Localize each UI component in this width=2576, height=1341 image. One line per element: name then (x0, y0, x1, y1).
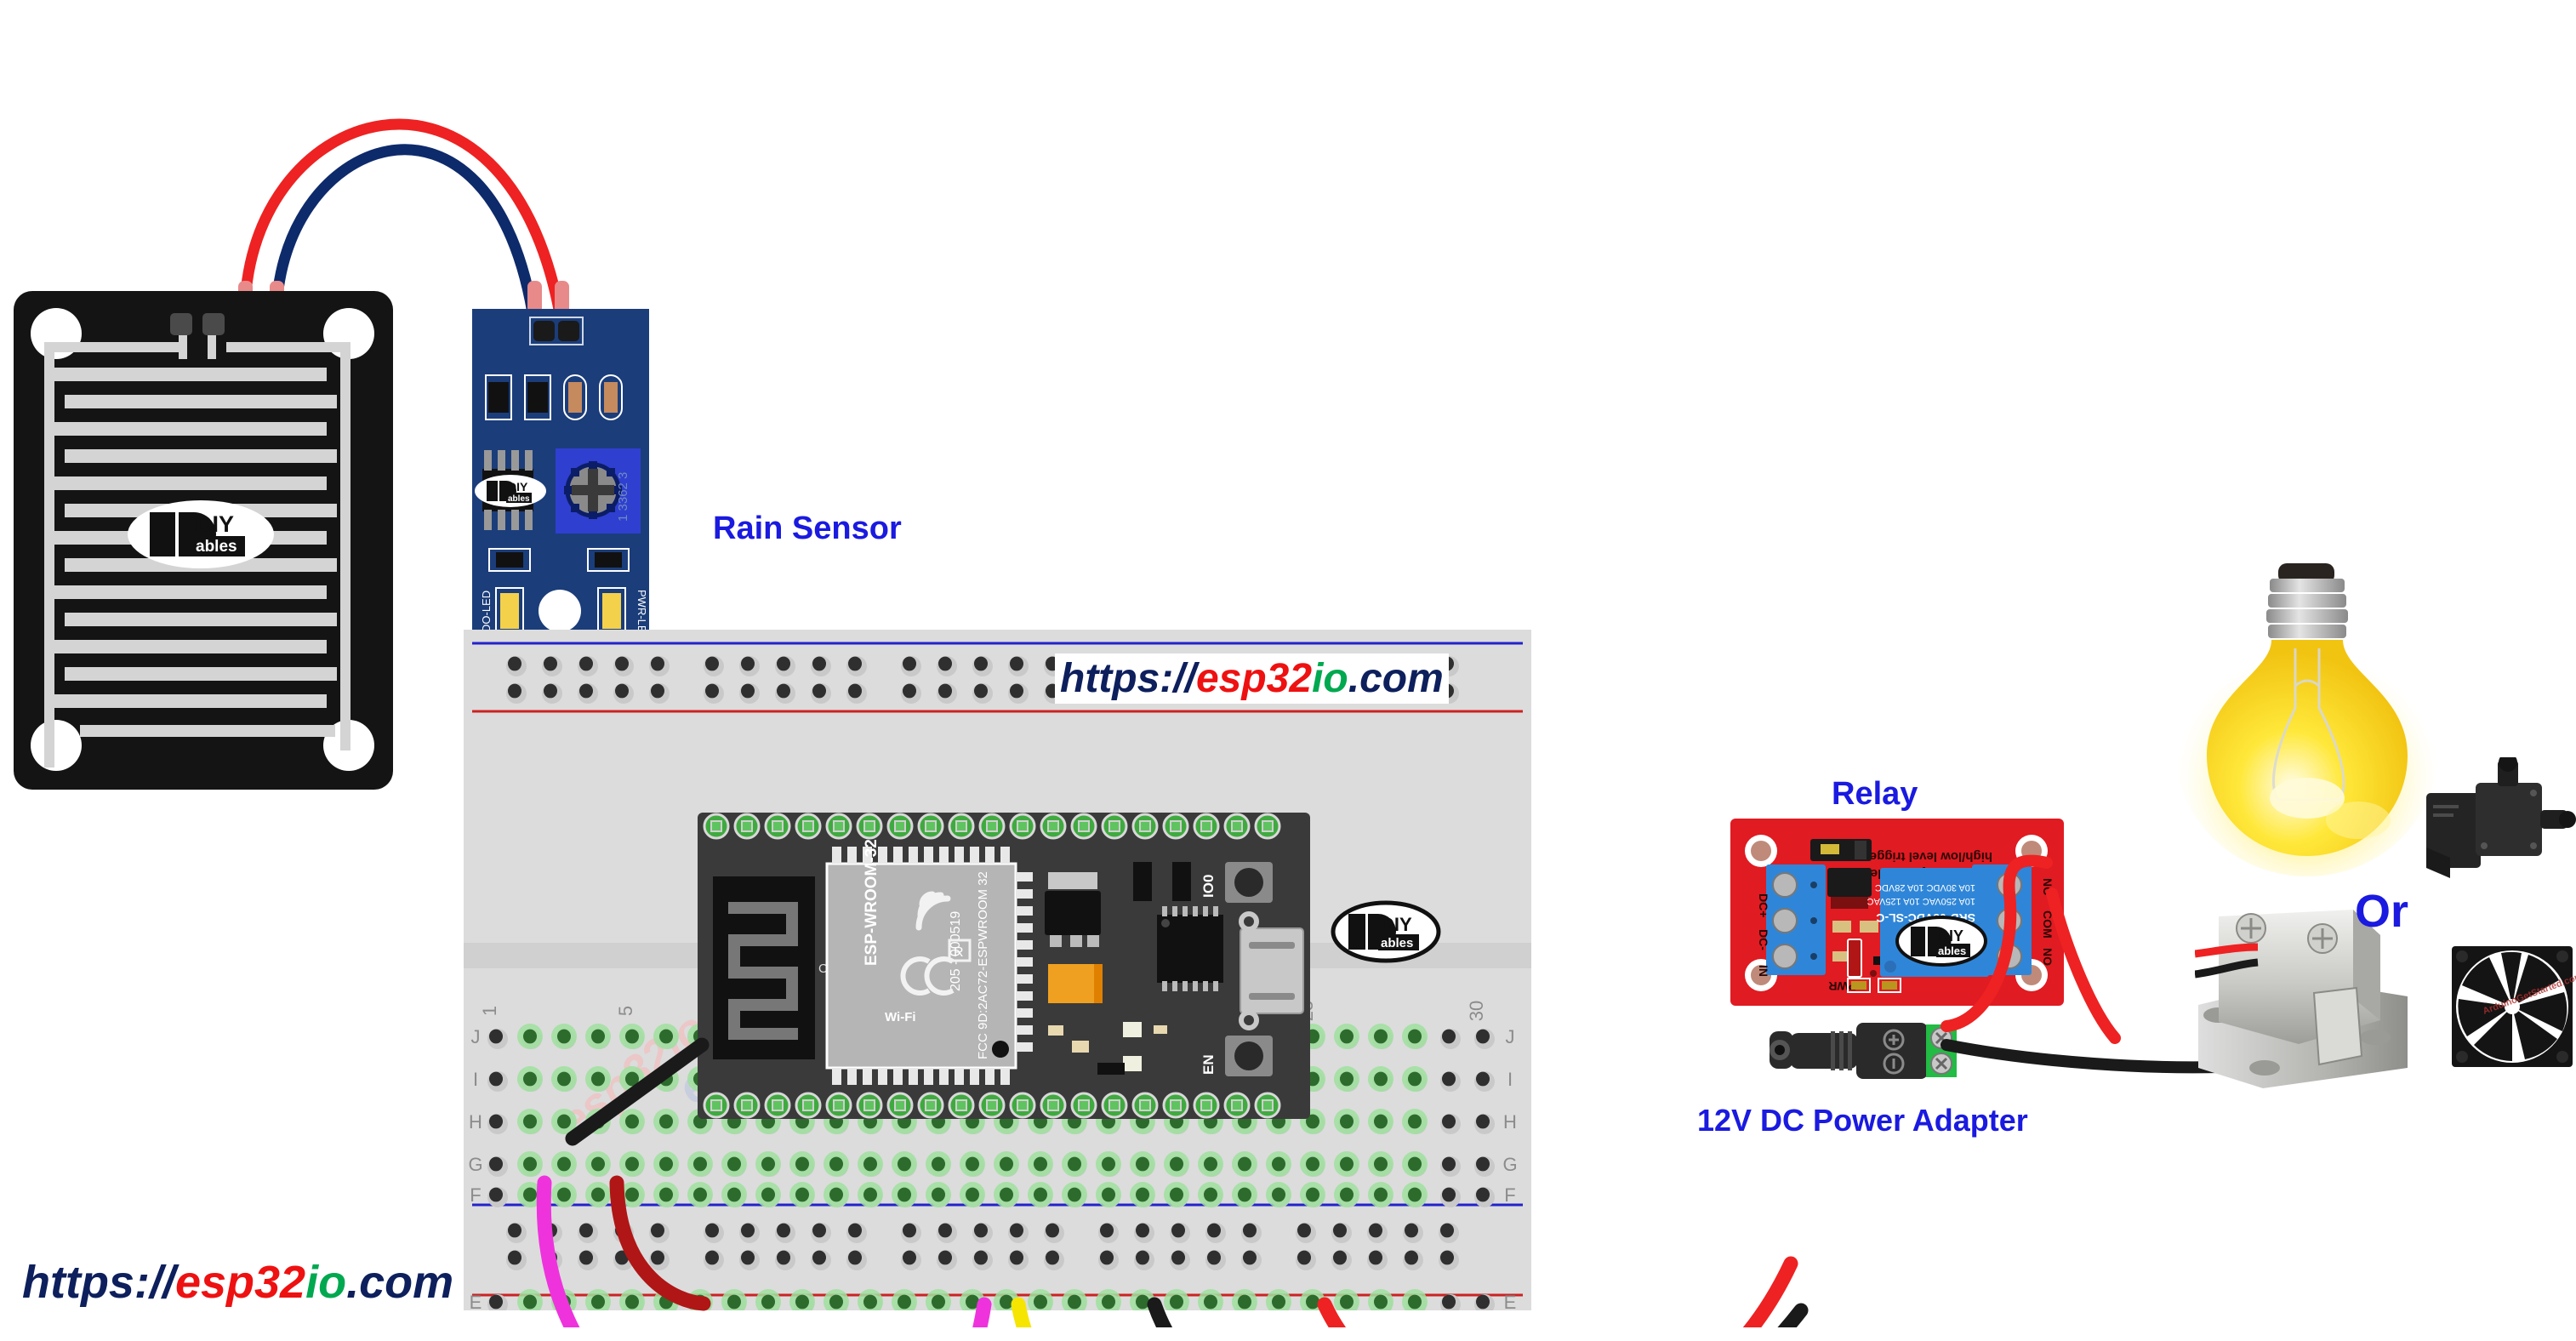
solenoid-lock (2195, 910, 2408, 1088)
relay-terminals-left[interactable]: DC+ DC- IN (1757, 865, 1826, 977)
potentiometer[interactable]: 1 3362 3 (556, 448, 641, 534)
url-b-io: io (305, 1257, 347, 1308)
diyables-logo-breadboard: DIY ables (1331, 900, 1441, 963)
io0-label: IO0 (1200, 875, 1217, 898)
relay-rating-2: 10A 30VDC 10A 28VDC (1875, 882, 1975, 893)
relay-module[interactable]: 1 Relay Module high/low level trigger DC… (1727, 815, 2067, 1011)
svg-text:DIY: DIY (508, 480, 528, 494)
rain-sensor-label: Rain Sensor (713, 511, 902, 546)
micro-usb-port[interactable] (1239, 911, 1304, 1030)
dc-power-adapter[interactable] (1761, 996, 2050, 1106)
diyables-logo-pad: DIY ables (128, 500, 274, 568)
water-pump (2426, 757, 2576, 878)
do-led-label: DO-LED (480, 591, 493, 632)
url-watermark-bottom: https://esp32io.com (22, 1256, 453, 1309)
relay-label: Relay (1832, 776, 1918, 812)
esp32-label-c: C (818, 962, 828, 976)
logo-diy: DIY (196, 511, 234, 537)
light-bulb (2178, 563, 2439, 876)
url-part-com: .com (1348, 656, 1444, 701)
r-mark: R (954, 945, 964, 960)
relay-title-2: high/low level trigger (1865, 849, 1992, 864)
cooling-fan: ArduinoGetStarted.com (2452, 946, 2576, 1067)
esp32-module-name: ESP-WROOM-32 (863, 839, 881, 966)
relay-term-dcminus: DC- (1757, 929, 1770, 950)
esp32-module-id: 205 - 000519 (949, 911, 963, 991)
relay-term-dcplus: DC+ (1757, 893, 1770, 917)
url-part-io: io (1312, 656, 1348, 701)
relay-term-no: NO (2041, 948, 2055, 966)
svg-text:DIY: DIY (1381, 914, 1412, 935)
url-part-scheme: https:// (1060, 656, 1196, 701)
url-part-esp32: esp32 (1195, 656, 1313, 701)
pot-marking: 1 3362 3 (616, 472, 630, 522)
relay-pwr-label: PWR (1828, 979, 1856, 993)
relay-rating-1: 10A 250VAC 10A 125VAC (1867, 896, 1975, 906)
relay-can: SRD-05VDC-SL-C 10A 250VAC 10A 125VAC 10A… (1867, 868, 1989, 977)
url-b-scheme: https:// (22, 1257, 175, 1308)
esp32-board[interactable]: C ESP-WROOM-32 205 - 000519 FCC 9D:2AC72… (698, 813, 1310, 1119)
url-watermark-breadboard: https://esp32io.com (1055, 653, 1449, 704)
power-adapter-label: 12V DC Power Adapter (1697, 1103, 2028, 1138)
pwr-led-label: PWR-LED (635, 590, 648, 641)
esp32-fcc: FCC 9D:2AC72-ESPWROOM 32 (976, 871, 990, 1059)
io0-button[interactable]: IO0 (1200, 862, 1273, 903)
wifi-mark: Wi-Fi (885, 1010, 916, 1024)
svg-text:DIY: DIY (1938, 927, 1963, 944)
en-button[interactable]: EN (1200, 1036, 1273, 1076)
or-label: Or (2355, 886, 2409, 937)
url-b-esp32: esp32 (174, 1257, 306, 1308)
svg-text:ables: ables (1381, 936, 1413, 950)
svg-text:ables: ables (1938, 944, 1966, 957)
url-b-com: .com (346, 1257, 454, 1308)
en-label: EN (1200, 1054, 1217, 1075)
relay-term-in: IN (1757, 965, 1770, 977)
relay-term-com: COM (2041, 910, 2055, 939)
rain-sensor-pad: DIY ables (14, 291, 393, 790)
svg-text:ables: ables (508, 494, 530, 504)
logo-ables: ables (196, 538, 237, 556)
relay-term-nc: NC (2041, 878, 2055, 895)
